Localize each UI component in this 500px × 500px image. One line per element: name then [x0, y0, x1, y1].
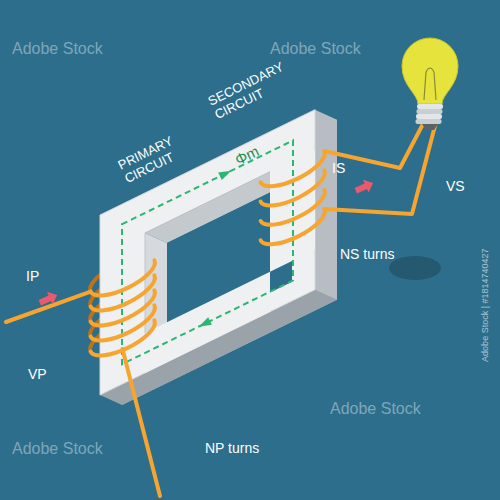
secondary-wire	[324, 122, 436, 214]
current-label: IP	[26, 268, 39, 284]
watermark: Adobe Stock	[330, 400, 421, 418]
iron-core	[100, 110, 337, 405]
current-arrow	[353, 177, 376, 198]
turns-label: NS turns	[340, 246, 394, 262]
watermark: Adobe Stock	[12, 40, 103, 58]
flux-arrow	[199, 317, 212, 326]
watermark: Adobe Stock | #1814740427	[480, 220, 490, 390]
light-bulb	[402, 38, 458, 130]
circuit-label: PRIMARY CIRCUIT	[116, 126, 199, 187]
current-arrow	[37, 289, 60, 310]
circuit-label: SECONDARY CIRCUIT	[206, 62, 289, 123]
voltage-label: VP	[28, 366, 47, 382]
current-label: IS	[332, 160, 345, 176]
bulb-shadow	[389, 256, 441, 280]
primary-coil	[91, 260, 155, 355]
watermark: Adobe Stock	[12, 440, 103, 458]
voltage-label: VS	[446, 178, 465, 194]
watermark: Adobe Stock	[270, 40, 361, 58]
flux-label: Φm	[232, 142, 262, 168]
flux-arrow	[218, 171, 231, 180]
primary-wire	[123, 349, 161, 496]
turns-label: NP turns	[205, 440, 259, 456]
secondary-coil	[261, 151, 325, 244]
